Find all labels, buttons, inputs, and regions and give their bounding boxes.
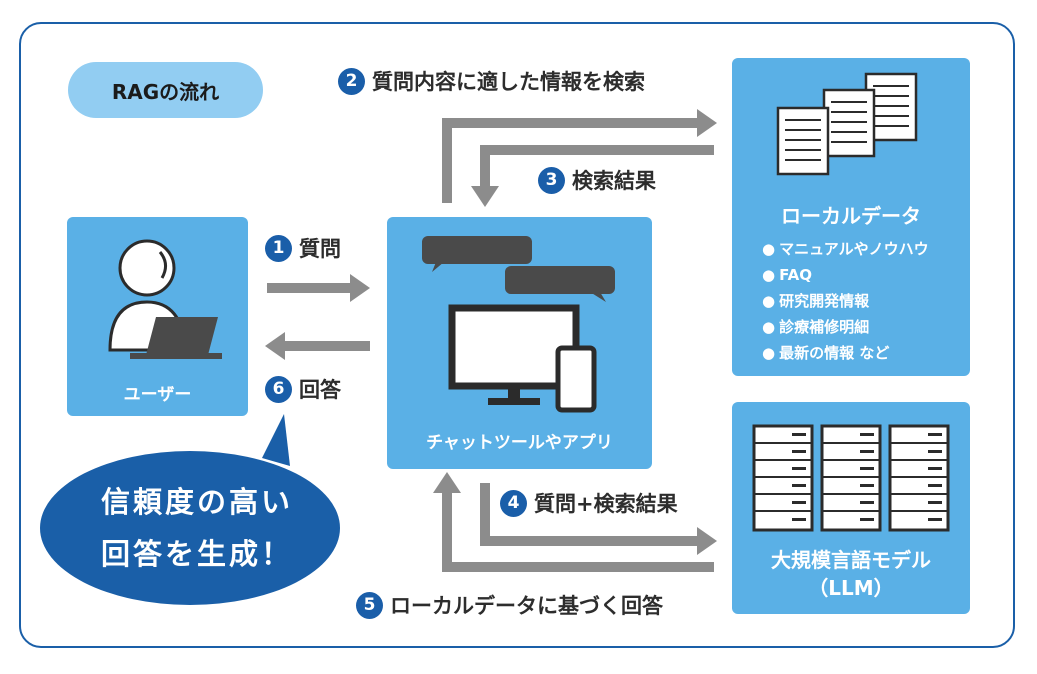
app-label: チャットツールやアプリ (426, 433, 613, 453)
local-data-item: 診療補修明細 (762, 314, 929, 340)
step-1-text: 質問 (299, 237, 341, 261)
documents-icon (776, 72, 918, 176)
local-data-item: FAQ (762, 262, 929, 288)
rag-flow-tag: RAGの流れ (68, 62, 263, 118)
llm-title-line2: （LLM） (808, 576, 894, 600)
chat-bubble-1-icon (422, 236, 532, 264)
llm-title-line1: 大規模言語モデル (771, 548, 931, 572)
local-data-item: 研究開発情報 (762, 288, 929, 314)
arrow-step-2 (442, 118, 705, 203)
user-label: ユーザー (123, 385, 192, 405)
local-data-list: マニュアルやノウハウ FAQ 研究開発情報 診療補修明細 最新の情報 など (762, 236, 929, 366)
arrow-step-4 (480, 483, 705, 546)
step-4-badge: 4 (500, 489, 527, 517)
user-with-laptop-icon (108, 239, 222, 359)
local-data-item: マニュアルやノウハウ (762, 236, 929, 262)
step-4-text: 質問+検索結果 (534, 492, 678, 516)
step-1-label: 1 質問 (265, 233, 341, 263)
arrow-step-3 (480, 145, 714, 190)
step-3-badge: 3 (538, 166, 565, 194)
step-6-text: 回答 (299, 378, 341, 402)
speech-bubble-shape (262, 414, 290, 466)
step-3-label: 3 検索結果 (538, 165, 656, 195)
step-3-text: 検索結果 (572, 169, 656, 193)
bubble-line-1: 信頼度の高い (100, 485, 293, 519)
local-data-title: ローカルデータ (781, 204, 921, 228)
step-5-text: ローカルデータに基づく回答 (390, 594, 663, 618)
llm-title: 大規模言語モデル （LLM） (732, 546, 970, 602)
chat-bubble-2-icon (505, 266, 615, 294)
speech-bubble (40, 451, 340, 605)
step-5-label: 5 ローカルデータに基づく回答 (356, 590, 663, 620)
step-4-label: 4 質問+検索結果 (500, 488, 678, 518)
speech-bubble-text: 信頼度の高い 回答を生成！ (52, 476, 342, 580)
step-6-label: 6 回答 (265, 374, 341, 404)
step-2-text: 質問内容に適した情報を検索 (372, 70, 645, 94)
step-6-badge: 6 (265, 375, 292, 403)
server-racks-icon (752, 424, 950, 532)
bubble-line-2: 回答を生成！ (100, 537, 293, 571)
smartphone-icon (555, 345, 597, 413)
step-2-label: 2 質問内容に適した情報を検索 (338, 66, 645, 96)
arrow-step-5 (442, 483, 714, 572)
step-2-badge: 2 (338, 67, 365, 95)
step-1-badge: 1 (265, 234, 292, 262)
step-5-badge: 5 (356, 591, 383, 619)
monitor-icon (448, 304, 580, 390)
diagram-frame (19, 22, 1015, 648)
local-data-item: 最新の情報 など (762, 340, 929, 366)
chat-devices-icon (422, 236, 615, 413)
